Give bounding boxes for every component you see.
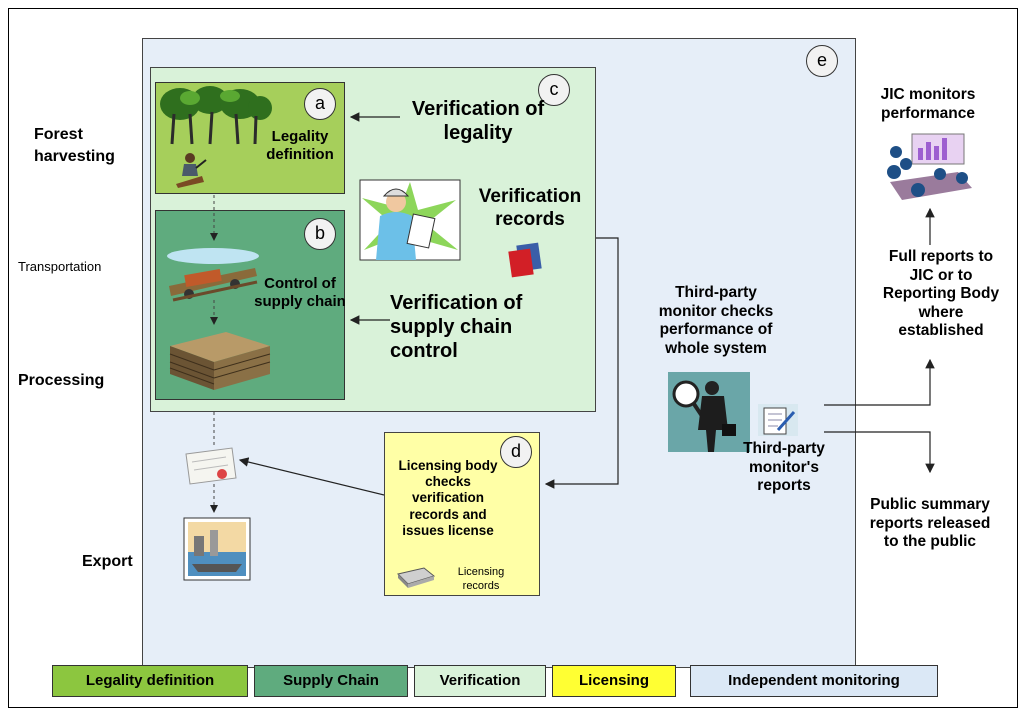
inspector-clipboard-icon xyxy=(359,179,461,261)
circle-e: e xyxy=(806,45,838,77)
legend-verification: Verification xyxy=(414,665,546,697)
verification-records-label: Verification records xyxy=(478,186,582,230)
monitor-report-icon xyxy=(758,404,798,436)
verification-of-legality-label: Verification of legality xyxy=(411,98,545,144)
control-supply-chain-label: Control of supply chain xyxy=(254,275,346,310)
licensing-records-label: Licensing records xyxy=(457,566,505,592)
circle-a: a xyxy=(304,88,336,120)
diagram-frame xyxy=(8,8,1018,708)
records-folder-icon xyxy=(508,242,542,278)
stage-export: Export xyxy=(82,553,133,570)
magnifier-inspector-icon xyxy=(668,372,750,452)
forest-trees-icon xyxy=(160,86,272,145)
circle-d: d xyxy=(500,436,532,468)
legend-licensing: Licensing xyxy=(552,665,676,697)
circle-b: b xyxy=(304,218,336,250)
log-truck-icon xyxy=(167,248,259,302)
public-summary-label: Public summary reports released to the p… xyxy=(869,496,991,551)
full-reports-label: Full reports to JIC or to Reporting Body… xyxy=(882,248,1000,340)
stage-forest-harvesting: Forest harvesting xyxy=(34,126,115,165)
lumberjack-icon xyxy=(176,153,207,188)
licensing-body-label: Licensing body checks verification recor… xyxy=(398,458,498,538)
licensing-records-icon xyxy=(397,567,436,588)
third-party-checks-label: Third-party monitor checks performance o… xyxy=(658,284,774,357)
export-port-icon xyxy=(183,517,251,581)
legend-supply-chain: Supply Chain xyxy=(254,665,408,697)
jic-monitors-label: JIC monitors performance xyxy=(880,86,976,122)
legality-definition-label: Legality definition xyxy=(266,128,334,163)
third-party-reports-label: Third-party monitor's reports xyxy=(743,440,825,495)
verification-supply-chain-label: Verification of supply chain control xyxy=(390,292,523,362)
stage-processing: Processing xyxy=(18,372,105,389)
timber-stack-icon xyxy=(169,332,271,390)
legend-independent-monitoring: Independent monitoring xyxy=(690,665,938,697)
jic-meeting-icon xyxy=(887,133,972,200)
license-certificate-icon xyxy=(185,447,237,485)
circle-c: c xyxy=(538,74,570,106)
stage-transportation: Transportation xyxy=(18,259,102,274)
legend-legality-definition: Legality definition xyxy=(52,665,248,697)
